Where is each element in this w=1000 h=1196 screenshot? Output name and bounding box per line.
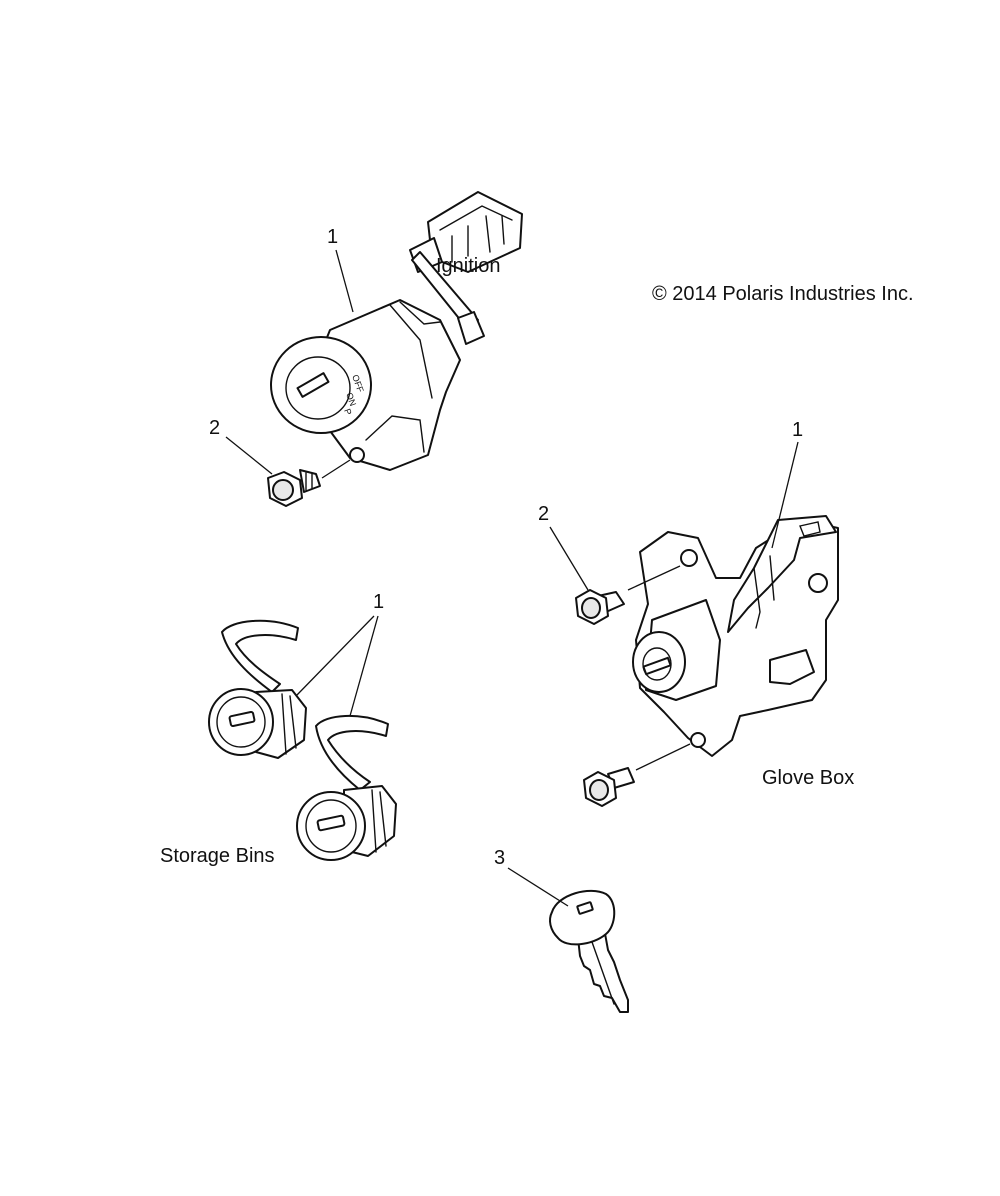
glove-box-screw-callout: 2 [538, 503, 549, 525]
glove-box-lower-screw [583, 767, 635, 807]
glove-box-lower-hole [690, 732, 706, 748]
switch-position-on: ON [344, 391, 358, 407]
storage-bin-leader-1 [295, 615, 375, 697]
storage-bin-cam-1 [221, 619, 299, 693]
glove-box-upper-screw [575, 589, 625, 625]
ignition-screw-leader [225, 436, 273, 475]
glove-box-upper-hole [680, 549, 698, 567]
glove-box-keyway [642, 656, 672, 676]
ignition-keyway [296, 372, 330, 398]
ignition-switch-assembly: OFF ON P [270, 191, 523, 471]
glove-box-group-label: Glove Box [762, 767, 854, 789]
glove-box-latch-callout: 1 [792, 419, 803, 441]
key-callout: 3 [494, 847, 505, 869]
key-transponder-window [576, 901, 594, 915]
key-blade [577, 927, 629, 1013]
ignition-mounting-screw [267, 469, 321, 507]
glove-box-screw-leader [549, 526, 589, 591]
storage-bins-group-label: Storage Bins [160, 845, 275, 867]
ignition-key [549, 889, 629, 1013]
ignition-switch-leader [335, 249, 354, 313]
ignition-mount-hole [349, 447, 365, 463]
storage-bin-keyway-1 [228, 710, 256, 728]
cable-clip [457, 311, 485, 345]
storage-bin-lock-2 [296, 714, 397, 861]
storage-bin-keyway-2 [316, 814, 346, 832]
ignition-screw-callout: 2 [209, 417, 220, 439]
ignition-group-label: Ignition [436, 255, 501, 277]
copyright-notice: © 2014 Polaris Industries Inc. [652, 283, 914, 305]
glove-box-latch-assembly [632, 515, 839, 757]
ignition-switch-callout: 1 [327, 226, 338, 248]
key-head [549, 889, 616, 946]
key-leader [507, 867, 569, 907]
storage-bin-lock-callout: 1 [373, 591, 384, 613]
storage-bin-leader-2 [349, 615, 379, 717]
storage-bin-lock-1 [208, 619, 307, 759]
glove-box-latch-leader [771, 441, 799, 549]
switch-position-start: P [342, 407, 353, 416]
glove-box-side-hole [808, 573, 828, 593]
storage-bin-cam-2 [315, 714, 389, 791]
